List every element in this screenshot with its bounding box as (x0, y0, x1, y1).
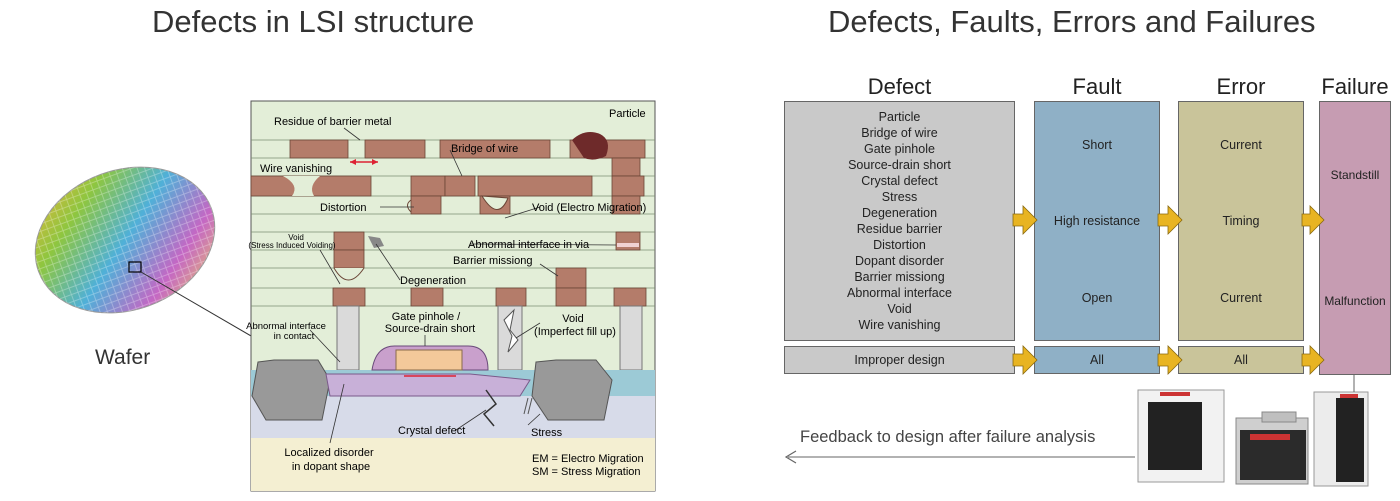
cross-section (250, 100, 656, 492)
defect-box: Particle Bridge of wire Gate pinhole Sou… (784, 101, 1015, 341)
label-abnormal-via: Abnormal interface in via (468, 239, 590, 251)
failure-item: Standstill (1330, 168, 1380, 182)
arrow-icon (1301, 205, 1325, 235)
arrow-icon (1012, 345, 1038, 375)
label-void-fill: Void (562, 313, 583, 325)
label-abnormal-contact-sub: in contact (274, 331, 315, 342)
label-void-em: Void (Electro Migration) (532, 202, 646, 214)
arrow-icon (1157, 205, 1183, 235)
label-sm-note: SM = Stress Migration (532, 466, 641, 478)
header-fault: Fault (1072, 74, 1122, 99)
fault-box: Short High resistance Open (1034, 101, 1160, 341)
defect-item: Stress (881, 190, 918, 204)
label-wire-vanishing: Wire vanishing (260, 163, 332, 175)
fault-item: Open (1081, 291, 1113, 305)
failure-box: Standstill Malfunction (1319, 101, 1391, 375)
label-barrier-missing: Barrier missiong (453, 255, 532, 267)
label-void-siv: Void (288, 233, 304, 242)
label-stress: Stress (531, 427, 563, 439)
row2-error: All (1178, 346, 1304, 374)
label-sd-short: Source-drain short (385, 323, 476, 335)
defect-item: Bridge of wire (861, 126, 938, 140)
wafer-label: Wafer (95, 346, 150, 369)
error-item: Current (1220, 138, 1262, 152)
label-crystal: Crystal defect (398, 425, 465, 437)
label-particle: Particle (609, 108, 646, 120)
wafer-image (34, 166, 259, 341)
defect-item: Degeneration (861, 206, 938, 220)
defect-item: Abnormal interface (847, 286, 952, 300)
error-item: Current (1220, 291, 1262, 305)
dfef-title: Defects, Faults, Errors and Failures (828, 4, 1316, 39)
feedback-arrow-icon (784, 450, 797, 464)
label-distortion: Distortion (320, 202, 366, 214)
lsi-title: Defects in LSI structure (152, 4, 475, 39)
label-em-note: EM = Electro Migration (532, 453, 644, 465)
fault-item: High resistance (1053, 214, 1141, 228)
defect-item: Gate pinhole (864, 142, 935, 156)
defect-item: Source-drain short (848, 158, 951, 172)
feedback-label: Feedback to design after failure analysi… (800, 428, 1096, 446)
fault-item: Short (1082, 138, 1112, 152)
defect-item: Void (887, 302, 912, 316)
arrow-icon (1301, 345, 1325, 375)
defect-item: Particle (878, 110, 921, 124)
header-failure: Failure (1321, 74, 1389, 99)
row2-fault: All (1034, 346, 1160, 374)
defect-item: Crystal defect (861, 174, 938, 188)
label-bridge: Bridge of wire (451, 143, 518, 155)
defect-item: Dopant disorder (855, 254, 944, 268)
arrow-icon (1157, 345, 1183, 375)
header-error: Error (1216, 74, 1266, 99)
label-abnormal-contact: Abnormal interface (246, 321, 326, 332)
defect-item: Barrier missiong (854, 270, 945, 284)
failure-item: Malfunction (1324, 294, 1386, 308)
label-localized-sub: in dopant shape (292, 461, 370, 473)
label-degeneration: Degeneration (400, 275, 466, 287)
label-void-siv-sub: (Stress Induced Voiding) (248, 241, 335, 250)
defect-item: Distortion (873, 238, 926, 252)
error-item: Timing (1222, 214, 1260, 228)
label-localized: Localized disorder (284, 447, 374, 459)
arrow-icon (1012, 205, 1038, 235)
lsi-diagram: Wafer (34, 100, 656, 492)
defect-item: Wire vanishing (858, 318, 941, 332)
header-defect: Defect (867, 74, 932, 99)
row2-defect: Improper design (784, 346, 1015, 374)
label-void-fill-sub: (Imperfect fill up) (534, 326, 616, 338)
equipment-image (1137, 375, 1369, 487)
label-residue: Residue of barrier metal (274, 116, 391, 128)
label-gate-pinhole: Gate pinhole / (392, 311, 461, 323)
defect-item: Residue barrier (856, 222, 943, 236)
